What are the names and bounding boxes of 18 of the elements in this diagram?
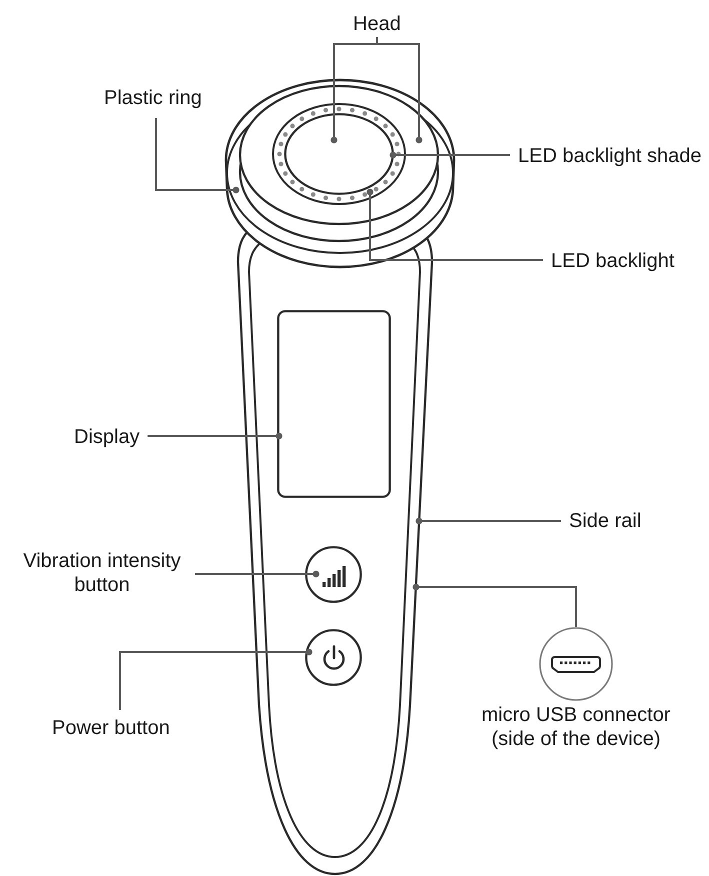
leader-line <box>195 570 320 578</box>
part-label: Vibration intensity button <box>17 549 187 597</box>
part-label: Side rail <box>569 509 642 533</box>
part-label: micro USB connector (side of the device) <box>480 703 672 751</box>
part-label: Display <box>74 425 140 449</box>
leader-line <box>148 432 282 440</box>
leader-line <box>390 152 510 158</box>
part-label: Head <box>353 12 401 36</box>
leader-line <box>376 37 422 144</box>
leader-line <box>119 648 312 710</box>
part-label: LED backlight <box>551 249 674 273</box>
leader-line <box>155 118 240 194</box>
part-label: LED backlight shade <box>518 144 702 168</box>
leader-line <box>412 584 577 627</box>
part-label: Plastic ring <box>104 86 202 110</box>
leader-line <box>366 188 543 261</box>
leader-line <box>416 518 561 524</box>
part-label: Power button <box>52 716 170 740</box>
